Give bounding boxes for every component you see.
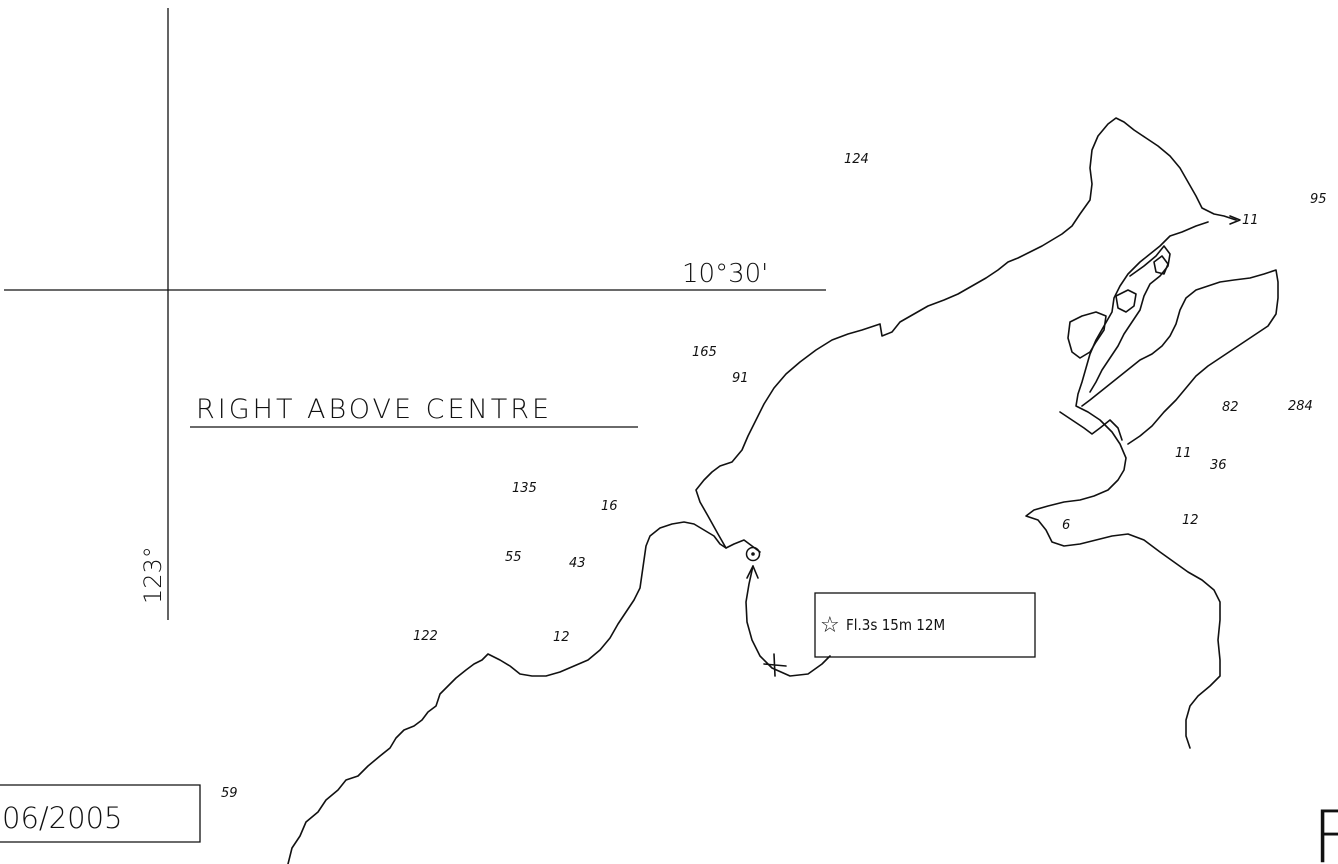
sounding-s165: 165 — [692, 345, 717, 360]
date-label: 06/2005 — [2, 801, 122, 835]
lighthouse-symbol — [745, 546, 761, 562]
position-note: RIGHT ABOVE CENTRE — [196, 394, 552, 425]
sounding-s12b: 12 — [553, 630, 570, 645]
inner-island — [1067, 311, 1107, 359]
soundings-layer: 124 95 11 165 91 82 284 11 36 135 16 12 6 55 43 122 12 59 — [221, 152, 1327, 801]
date-box — [0, 784, 201, 843]
sounding-s59: 59 — [221, 786, 238, 801]
inner-islet — [1115, 289, 1137, 313]
leader-arrowhead — [746, 565, 759, 579]
sounding-s95: 95 — [1310, 192, 1327, 207]
lighthouse-dot — [751, 552, 755, 556]
sounding-s82: 82 — [1222, 400, 1239, 415]
light-star-icon: ☆ — [820, 613, 840, 638]
sounding-s122: 122 — [413, 629, 438, 644]
light-box — [814, 592, 1036, 658]
sounding-s36: 36 — [1210, 458, 1227, 473]
estuary-arrow — [1229, 215, 1241, 225]
sounding-s135: 135 — [512, 481, 537, 496]
edge-letter: F — [1312, 795, 1338, 864]
sounding-s11b: 11 — [1175, 446, 1192, 461]
longitude-label: 123° — [139, 546, 167, 604]
sounding-s11a: 11 — [1242, 213, 1259, 228]
sounding-s91: 91 — [732, 371, 749, 386]
sounding-s55: 55 — [505, 550, 522, 565]
north-coastline — [695, 117, 1237, 549]
leader-line — [745, 565, 831, 677]
inner-channel — [1089, 245, 1171, 393]
sounding-s284: 284 — [1288, 399, 1313, 414]
leader-cross — [763, 653, 787, 677]
sounding-s16: 16 — [601, 499, 618, 514]
sounding-s43: 43 — [569, 556, 586, 571]
latitude-label: 10°30' — [682, 259, 768, 289]
sounding-s12a: 12 — [1182, 513, 1199, 528]
inner-islet-2 — [1153, 255, 1169, 275]
eastern-shore — [1081, 269, 1279, 445]
tidal-inlet — [1059, 411, 1123, 441]
light-characteristics: Fl.3s 15m 12M — [846, 616, 945, 634]
sounding-s6: 6 — [1062, 518, 1070, 533]
main-coastline — [287, 521, 761, 864]
sounding-s124: 124 — [844, 152, 869, 167]
eastern-peninsula — [1025, 221, 1221, 749]
